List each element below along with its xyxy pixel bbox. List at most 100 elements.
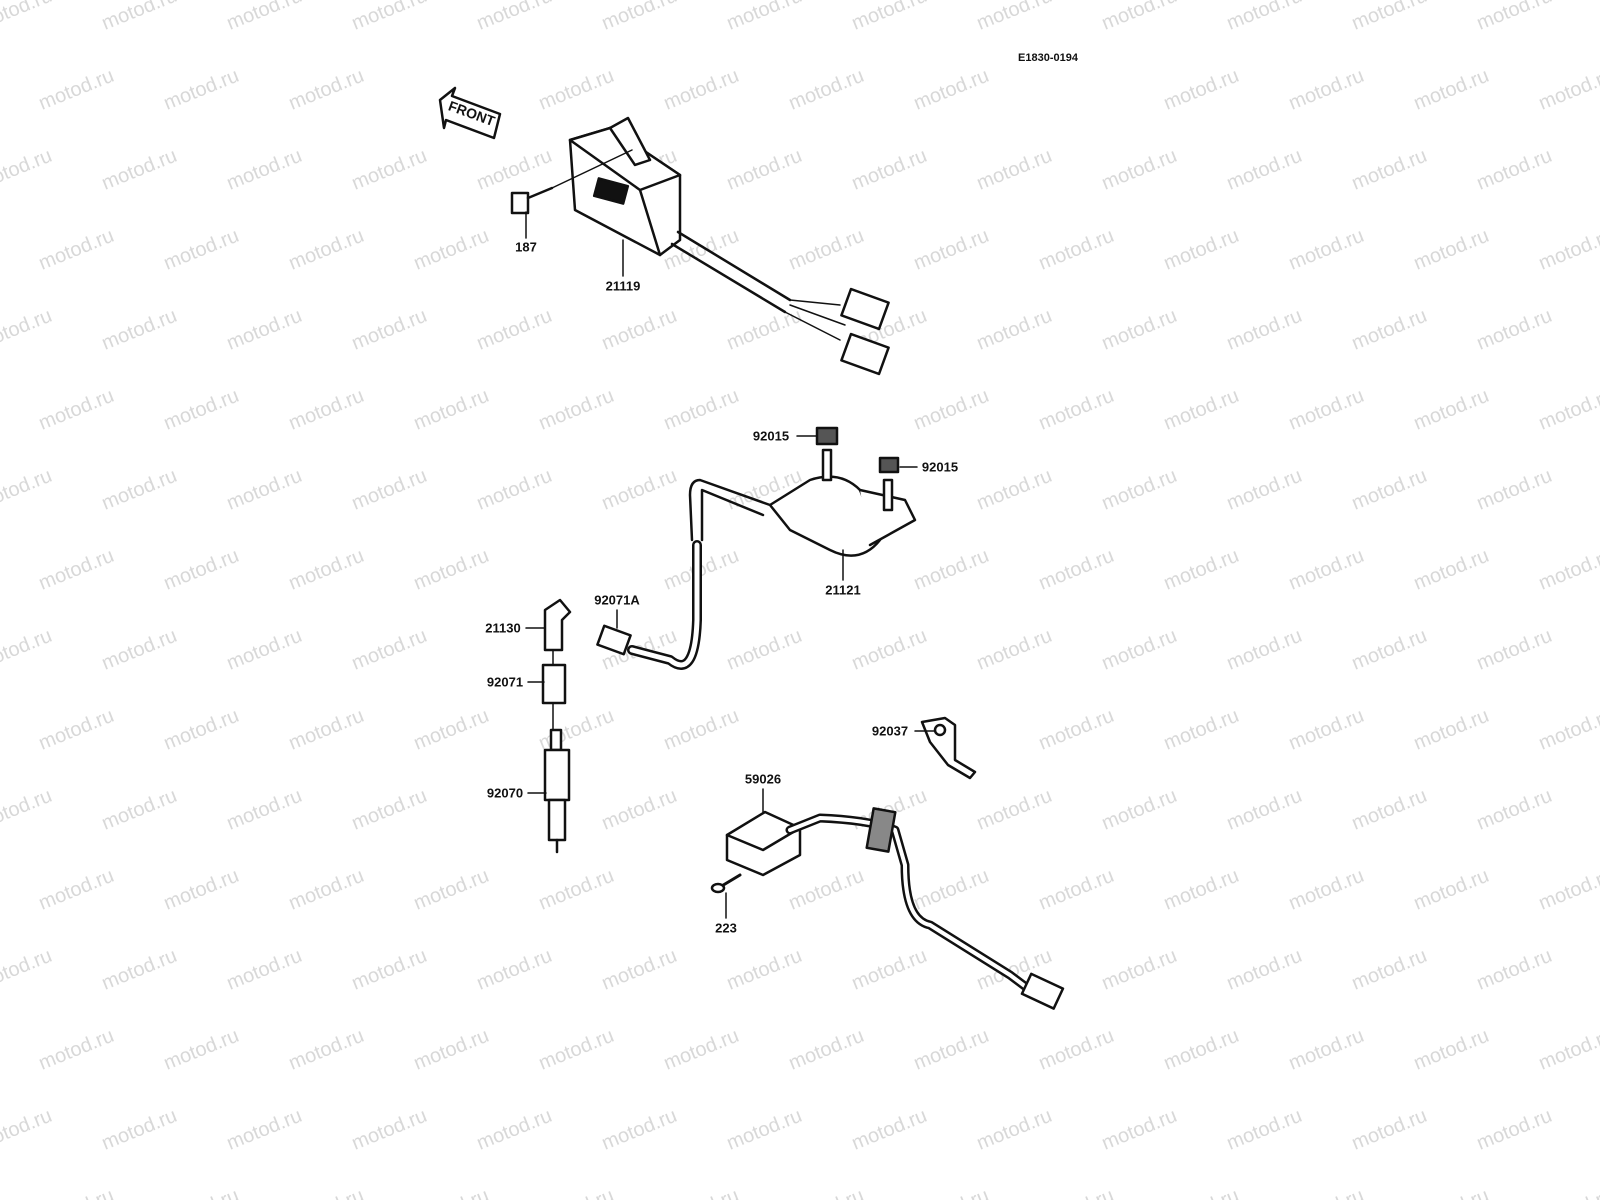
- watermark-text: motod.ru: [99, 465, 180, 515]
- watermark-text: motod.ru: [1036, 865, 1117, 915]
- bolt-187: [510, 149, 633, 215]
- watermark-text: motod.ru: [411, 705, 492, 755]
- watermark-text: motod.ru: [661, 1185, 742, 1200]
- watermark-text: motod.ru: [1286, 1185, 1367, 1200]
- part-label-92015[interactable]: 92015: [751, 428, 791, 444]
- watermark-text: motod.ru: [411, 545, 492, 595]
- part-label-92070[interactable]: 92070: [485, 785, 525, 801]
- part-label-21130[interactable]: 21130: [484, 620, 522, 636]
- watermark-text: motod.ru: [1349, 785, 1430, 835]
- watermark-text: motod.ru: [724, 1105, 805, 1155]
- leader-lines: [525, 211, 936, 919]
- watermark-text: motod.ru: [286, 705, 367, 755]
- watermark-text: motod.ru: [1161, 385, 1242, 435]
- watermark-text: motod.ru: [1536, 225, 1600, 275]
- watermark-text: motod.ru: [1161, 865, 1242, 915]
- watermark-text: motod.ru: [1036, 225, 1117, 275]
- watermark-text: motod.ru: [349, 305, 430, 355]
- watermark-text: motod.ru: [349, 945, 430, 995]
- watermark-text: motod.ru: [1349, 625, 1430, 675]
- watermark-text: motod.ru: [661, 65, 742, 115]
- watermark-text: motod.ru: [36, 705, 117, 755]
- watermark-text: motod.ru: [974, 0, 1055, 35]
- watermark-text: motod.ru: [1161, 65, 1242, 115]
- watermark-text: motod.ru: [786, 65, 867, 115]
- watermark-text: motod.ru: [474, 0, 555, 35]
- watermark-text: motod.ru: [974, 785, 1055, 835]
- watermark-text: motod.ru: [536, 65, 617, 115]
- watermark-text: motod.ru: [849, 145, 930, 195]
- watermark-text: motod.ru: [724, 305, 805, 355]
- watermark-text: motod.ru: [224, 1105, 305, 1155]
- watermark-text: motod.ru: [0, 625, 55, 675]
- part-label-92037[interactable]: 92037: [870, 723, 910, 739]
- watermark-text: motod.ru: [349, 1105, 430, 1155]
- watermark-text: motod.ru: [1349, 945, 1430, 995]
- watermark-text: motod.ru: [911, 225, 992, 275]
- watermark-text: motod.ru: [1536, 545, 1600, 595]
- watermark-text: motod.ru: [536, 865, 617, 915]
- watermark-text: motod.ru: [411, 1185, 492, 1200]
- watermark-text: motod.ru: [724, 945, 805, 995]
- watermark-text: motod.ru: [36, 545, 117, 595]
- watermark-text: motod.ru: [724, 145, 805, 195]
- watermark-text: motod.ru: [1411, 545, 1492, 595]
- watermark-text: motod.ru: [99, 0, 180, 35]
- watermark-text: motod.ru: [1099, 145, 1180, 195]
- part-label-21121[interactable]: 21121: [824, 582, 862, 598]
- watermark-text: motod.ru: [1099, 1105, 1180, 1155]
- watermark-text: motod.ru: [0, 1105, 55, 1155]
- clamp-92037: [920, 716, 977, 780]
- watermark-text: motod.ru: [849, 1105, 930, 1155]
- watermark-text: motod.ru: [1411, 1185, 1492, 1200]
- watermark-text: motod.ru: [411, 1025, 492, 1075]
- watermark-text: motod.ru: [1286, 225, 1367, 275]
- diagram-code: E1830-0194: [1017, 52, 1079, 64]
- watermark-text: motod.ru: [1411, 225, 1492, 275]
- watermark-text: motod.ru: [1224, 785, 1305, 835]
- watermark-text: motod.ru: [99, 145, 180, 195]
- watermark-text: motod.ru: [786, 1025, 867, 1075]
- watermark-text: motod.ru: [349, 465, 430, 515]
- watermark-text: motod.ru: [1286, 1025, 1367, 1075]
- watermark-text: motod.ru: [411, 385, 492, 435]
- watermark-text: motod.ru: [1224, 145, 1305, 195]
- part-label-92015[interactable]: 92015: [920, 459, 960, 475]
- watermark-text: motod.ru: [536, 1185, 617, 1200]
- watermark-text: motod.ru: [599, 785, 680, 835]
- watermark-text: motod.ru: [0, 305, 55, 355]
- watermark-text: motod.ru: [36, 1185, 117, 1200]
- watermark-text: motod.ru: [161, 865, 242, 915]
- watermark-text: motod.ru: [1036, 1025, 1117, 1075]
- watermark-text: motod.ru: [1474, 305, 1555, 355]
- watermark-text: motod.ru: [1349, 465, 1430, 515]
- watermark-text: motod.ru: [99, 945, 180, 995]
- watermark-text: motod.ru: [349, 785, 430, 835]
- watermark-text: motod.ru: [1099, 945, 1180, 995]
- watermark-text: motod.ru: [661, 1025, 742, 1075]
- watermark-text: motod.ru: [911, 545, 992, 595]
- watermark-text: motod.ru: [1099, 0, 1180, 35]
- watermark-text: motod.ru: [599, 1105, 680, 1155]
- watermark-text: motod.ru: [224, 145, 305, 195]
- watermark-text: motod.ru: [1286, 865, 1367, 915]
- part-label-223[interactable]: 223: [714, 920, 738, 936]
- watermark-text: motod.ru: [974, 625, 1055, 675]
- watermark-text: motod.ru: [1411, 705, 1492, 755]
- watermark-text: motod.ru: [1036, 385, 1117, 435]
- part-label-21119[interactable]: 21119: [604, 278, 642, 294]
- watermark-text: motod.ru: [974, 1105, 1055, 1155]
- watermark-text: motod.ru: [1099, 625, 1180, 675]
- watermark-text: motod.ru: [724, 625, 805, 675]
- part-label-92071A[interactable]: 92071A: [593, 592, 641, 608]
- watermark-text: motod.ru: [599, 0, 680, 35]
- watermark-text: motod.ru: [1036, 1185, 1117, 1200]
- watermark-text: motod.ru: [1349, 305, 1430, 355]
- watermark-text: motod.ru: [474, 1105, 555, 1155]
- watermark-text: motod.ru: [161, 385, 242, 435]
- part-label-59026[interactable]: 59026: [743, 771, 783, 787]
- part-label-187[interactable]: 187: [514, 239, 538, 255]
- part-label-92071[interactable]: 92071: [485, 674, 525, 690]
